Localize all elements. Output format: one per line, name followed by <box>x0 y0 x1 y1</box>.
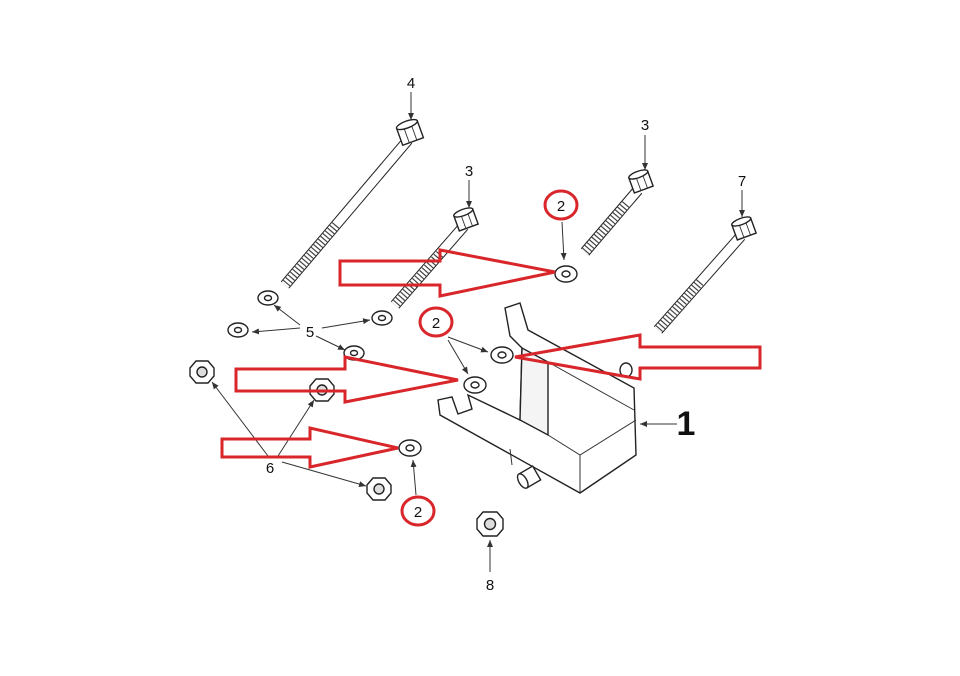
washer-middle-upper <box>490 346 514 364</box>
red-arrow <box>234 355 459 404</box>
small-washer <box>227 322 249 338</box>
nut <box>476 511 504 537</box>
label-washer-bottom: 2 <box>414 504 422 521</box>
label-nuts: 6 <box>266 460 274 477</box>
bolt-medium <box>653 216 758 334</box>
label-bolt-short-left: 3 <box>465 163 473 180</box>
washer-bottom <box>398 439 422 457</box>
red-arrow <box>514 333 762 381</box>
washer-middle-lower <box>463 376 487 394</box>
nut <box>189 360 215 384</box>
label-nut-single: 8 <box>486 577 494 594</box>
red-circle <box>400 495 436 527</box>
label-bolt-short-right: 3 <box>641 117 649 134</box>
small-washer <box>371 310 393 326</box>
red-circle <box>543 189 579 221</box>
label-small-washers: 5 <box>306 324 314 341</box>
bolt-long <box>280 118 425 289</box>
bracket <box>437 302 637 494</box>
red-arrow <box>338 248 556 298</box>
red-arrow <box>220 426 399 469</box>
small-washer <box>257 290 279 306</box>
label-washer-top: 2 <box>557 198 565 215</box>
label-bracket: 1 <box>677 405 696 443</box>
label-washer-middle: 2 <box>432 315 440 332</box>
washer-top <box>554 265 578 283</box>
label-bolt-long: 4 <box>407 75 415 92</box>
red-circle <box>418 306 454 338</box>
leader-lines <box>211 92 745 572</box>
bolt-short-right <box>580 169 655 256</box>
label-bolt-medium: 7 <box>738 173 746 190</box>
nut <box>366 477 392 501</box>
